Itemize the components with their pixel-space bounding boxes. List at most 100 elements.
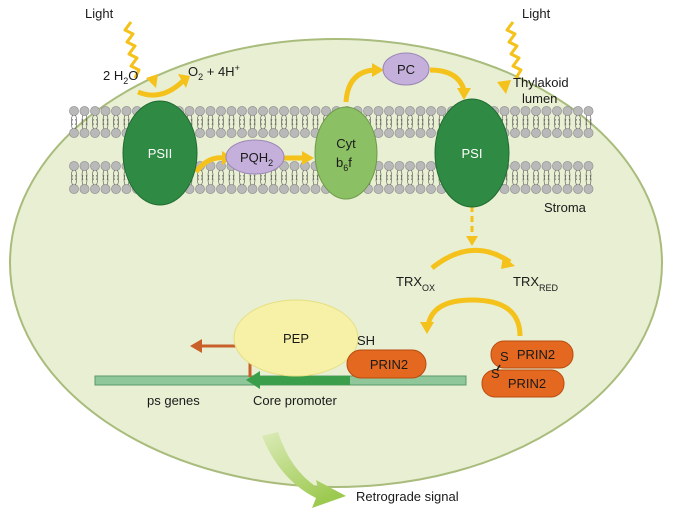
lipid-tail <box>218 174 224 186</box>
lipid-tail <box>249 174 256 186</box>
light-right-zigzag-icon <box>505 21 523 79</box>
lipid-head <box>100 106 111 116</box>
lipid-head <box>268 184 279 194</box>
lipid-head <box>79 106 90 116</box>
trx-red-label: TRXRED <box>513 274 559 293</box>
lipid-tail <box>417 174 424 186</box>
lipid-head <box>279 128 289 138</box>
core-promoter-label: Core promoter <box>253 393 337 408</box>
lipid-head <box>394 128 405 138</box>
lipid-tail <box>281 174 287 186</box>
lipid-head <box>310 106 321 116</box>
lipid-tail <box>207 118 214 130</box>
lipid-head <box>573 161 583 171</box>
lipid-head <box>510 106 520 116</box>
lipid-tail <box>312 114 319 126</box>
lipid-head <box>552 128 562 138</box>
lipid-tail <box>81 114 88 126</box>
lipid-head <box>247 106 258 116</box>
lipid-head <box>405 106 415 116</box>
lipid-tail <box>512 118 518 130</box>
lipid-head <box>531 106 541 116</box>
lipid-tail <box>71 169 77 181</box>
lipid-tail <box>575 118 581 130</box>
lipid-tail <box>123 114 130 126</box>
lipid-tail <box>281 169 287 181</box>
lipid-tail <box>375 169 382 181</box>
lipid-tail <box>197 114 203 126</box>
pc-to-psi-arrowhead-icon <box>457 88 471 100</box>
lipid-head <box>583 184 594 194</box>
lipid-tail <box>102 118 109 130</box>
lipid-head <box>205 106 216 116</box>
lipid-head <box>300 184 310 194</box>
lipid-head <box>415 184 426 194</box>
lipid-tail <box>228 118 235 130</box>
lipid-head <box>426 128 436 138</box>
prin2-dimer-bottom-label: PRIN2 <box>508 376 546 391</box>
disulfide-s2-label: S <box>491 366 500 381</box>
lipid-tail <box>92 169 98 181</box>
lipid-head <box>552 184 562 194</box>
lipid-tail <box>218 114 224 126</box>
lipid-head <box>583 161 594 171</box>
lipid-tail <box>239 114 245 126</box>
lipid-tail <box>92 174 98 186</box>
lipid-tail <box>396 114 403 126</box>
lipid-head <box>69 161 79 171</box>
lipid-head <box>279 184 289 194</box>
lipid-head <box>552 106 562 116</box>
lipid-tail <box>249 114 256 126</box>
lipid-head <box>268 128 279 138</box>
pc-label: PC <box>397 62 415 77</box>
lipid-head <box>384 161 394 171</box>
lipid-head <box>100 161 111 171</box>
lipid-tail <box>533 174 539 186</box>
lipid-head <box>237 184 247 194</box>
lipid-tail <box>270 114 277 126</box>
disulfide-s1-label: S <box>500 349 509 364</box>
lipid-tail <box>396 118 403 130</box>
lipid-tail <box>522 114 529 126</box>
lipid-head <box>247 128 258 138</box>
pep-label: PEP <box>283 331 309 346</box>
lipid-head <box>573 106 583 116</box>
lipid-head <box>247 184 258 194</box>
lipid-tail <box>207 174 214 186</box>
psi-complex <box>434 98 510 208</box>
retrograde-signal-arrow <box>262 432 346 508</box>
lipid-tail <box>260 174 266 186</box>
lipid-tail <box>417 169 424 181</box>
lipid-head <box>289 128 300 138</box>
lipid-tail <box>564 114 571 126</box>
lipid-head <box>562 128 573 138</box>
lipid-tail <box>386 118 392 130</box>
lipid-tail <box>512 114 518 126</box>
lipid-head <box>510 184 520 194</box>
lipid-tail <box>81 169 88 181</box>
lipid-tail <box>249 118 256 130</box>
lipid-head <box>79 161 90 171</box>
pep-polymerase <box>233 299 359 377</box>
lipid-tail <box>522 118 529 130</box>
lipid-head <box>541 128 552 138</box>
lipid-tail <box>543 174 550 186</box>
lipid-head <box>520 128 531 138</box>
lipid-tail <box>218 118 224 130</box>
lipid-head <box>195 128 205 138</box>
lipid-head <box>258 106 268 116</box>
lipid-head <box>216 184 226 194</box>
lipid-head <box>121 106 132 116</box>
lipid-tail <box>575 174 581 186</box>
lipid-tail <box>302 118 308 130</box>
prin2-dimer-top-label: PRIN2 <box>517 347 555 362</box>
light-left-arrowhead-icon <box>146 74 158 88</box>
lipid-tail <box>197 118 203 130</box>
lipid-head <box>436 106 447 116</box>
lipid-head <box>541 184 552 194</box>
lipid-tail <box>197 174 203 186</box>
plastocyanin-carrier <box>382 52 430 86</box>
lipid-head <box>562 106 573 116</box>
lipid-head <box>90 106 100 116</box>
stroma-label: Stroma <box>544 200 587 215</box>
